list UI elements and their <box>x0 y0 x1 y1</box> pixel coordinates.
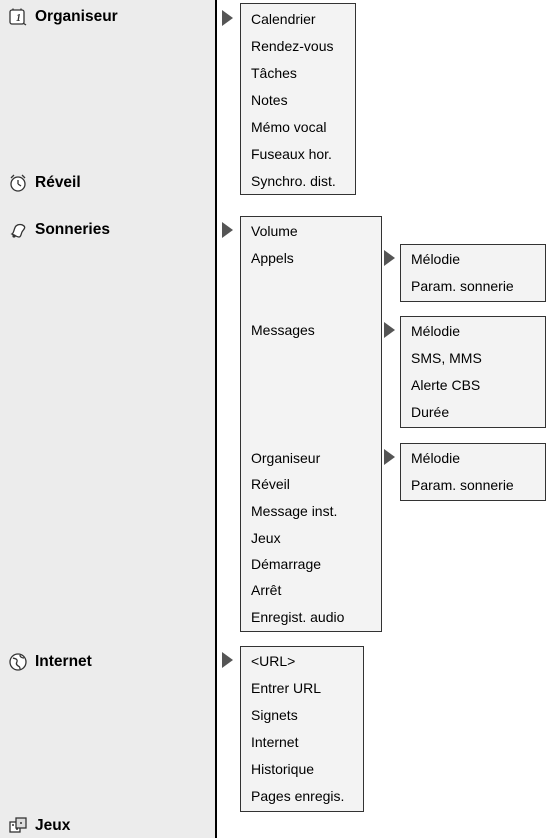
menu-item-entrer-url[interactable]: Entrer URL <box>251 680 322 696</box>
menu-item-messages[interactable]: Messages <box>251 322 315 338</box>
alarm-clock-icon <box>8 173 28 193</box>
main-item-internet[interactable]: Internet <box>8 651 92 673</box>
submenu-internet: <URL> Entrer URL Signets Internet Histor… <box>240 646 364 812</box>
submenu-messages: Mélodie SMS, MMS Alerte CBS Durée <box>400 316 546 428</box>
menu-item-param-sonnerie[interactable]: Param. sonnerie <box>411 278 514 294</box>
dice-icon <box>8 816 28 836</box>
menu-item-internet[interactable]: Internet <box>251 734 299 750</box>
menu-item-melodie[interactable]: Mélodie <box>411 450 461 466</box>
menu-item-alerte-cbs[interactable]: Alerte CBS <box>411 377 481 393</box>
menu-item-sms-mms[interactable]: SMS, MMS <box>411 350 482 366</box>
submenu-arrow <box>222 10 233 26</box>
menu-item-taches[interactable]: Tâches <box>251 65 297 81</box>
main-item-label: Internet <box>35 653 92 670</box>
menu-item-notes[interactable]: Notes <box>251 92 288 108</box>
menu-item-synchro[interactable]: Synchro. dist. <box>251 173 336 189</box>
menu-item-signets[interactable]: Signets <box>251 707 298 723</box>
main-item-reveil[interactable]: Réveil <box>8 172 81 194</box>
menu-item-reveil[interactable]: Réveil <box>251 476 290 492</box>
submenu-organiseur: Calendrier Rendez-vous Tâches Notes Mémo… <box>240 3 356 195</box>
menu-item-url[interactable]: <URL> <box>251 653 296 669</box>
menu-item-rendez-vous[interactable]: Rendez-vous <box>251 38 334 54</box>
submenu-arrow <box>384 449 395 465</box>
menu-item-param-sonnerie[interactable]: Param. sonnerie <box>411 477 514 493</box>
menu-item-duree[interactable]: Durée <box>411 404 450 420</box>
organiser-icon: 1 <box>8 7 28 27</box>
menu-item-melodie[interactable]: Mélodie <box>411 251 461 267</box>
menu-item-memo-vocal[interactable]: Mémo vocal <box>251 119 327 135</box>
submenu-arrow <box>222 652 233 668</box>
menu-item-historique[interactable]: Historique <box>251 761 315 777</box>
menu-item-organiseur[interactable]: Organiseur <box>251 450 321 466</box>
globe-icon <box>8 652 28 672</box>
main-item-label: Jeux <box>35 817 71 834</box>
menu-item-fuseaux[interactable]: Fuseaux hor. <box>251 146 332 162</box>
submenu-arrow <box>384 250 395 266</box>
menu-item-arret[interactable]: Arrêt <box>251 582 282 598</box>
svg-text:1: 1 <box>16 13 21 24</box>
main-item-label: Sonneries <box>35 221 110 238</box>
submenu-organiseur-tone: Mélodie Param. sonnerie <box>400 443 546 501</box>
divider-line <box>215 0 217 838</box>
menu-item-demarrage[interactable]: Démarrage <box>251 556 322 572</box>
main-item-label: Organiseur <box>35 8 118 25</box>
submenu-arrow <box>384 322 395 338</box>
menu-item-melodie[interactable]: Mélodie <box>411 323 461 339</box>
submenu-appels: Mélodie Param. sonnerie <box>400 244 546 302</box>
main-item-sonneries[interactable]: Sonneries <box>8 219 110 241</box>
menu-item-jeux[interactable]: Jeux <box>251 530 281 546</box>
main-menu-column <box>0 0 216 838</box>
menu-item-volume[interactable]: Volume <box>251 223 298 239</box>
main-item-organiseur[interactable]: 1 Organiseur <box>8 6 118 28</box>
menu-item-enregist-audio[interactable]: Enregist. audio <box>251 609 345 625</box>
menu-item-pages-enregis[interactable]: Pages enregis. <box>251 788 345 804</box>
menu-item-calendrier[interactable]: Calendrier <box>251 11 316 27</box>
menu-item-message-inst[interactable]: Message inst. <box>251 503 338 519</box>
main-item-label: Réveil <box>35 174 81 191</box>
submenu-sonneries: Volume Appels Messages Organiseur Réveil… <box>240 216 382 632</box>
submenu-arrow <box>222 222 233 238</box>
menu-item-appels[interactable]: Appels <box>251 250 294 266</box>
bell-icon <box>8 220 28 240</box>
main-item-jeux[interactable]: Jeux <box>8 815 70 837</box>
